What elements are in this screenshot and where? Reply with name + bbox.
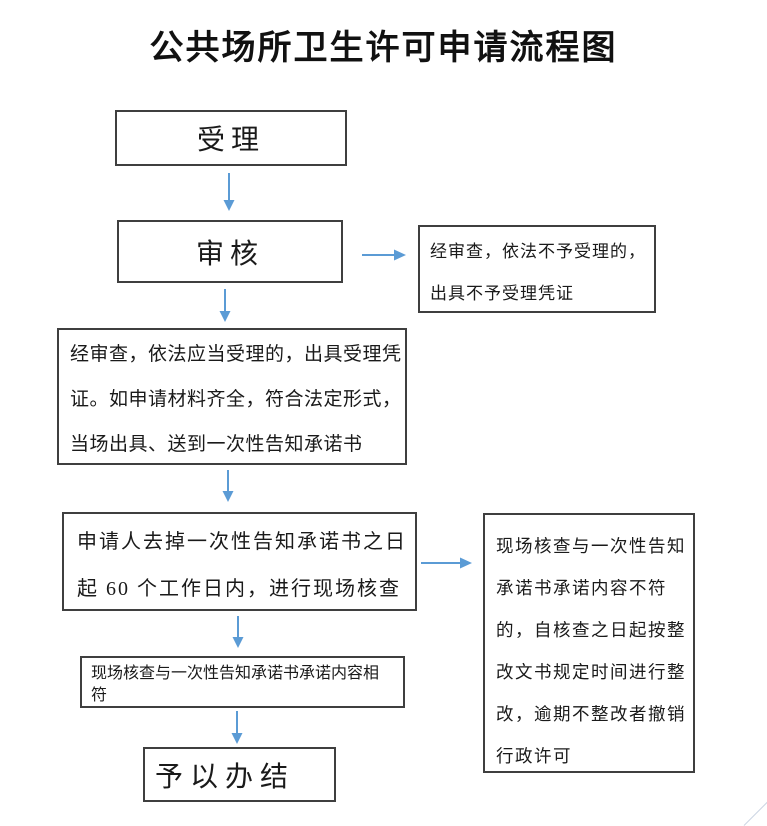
arrow-review-to-not-accepted-icon [362,247,406,263]
page-title: 公共场所卫生许可申请流程图 [149,29,618,67]
arrow-site-check-to-mismatch-icon [421,555,472,571]
node-text-line: 的，自核查之日起按整 [496,620,686,640]
node-text-line: 经审查，依法不予受理的， [430,242,646,261]
node-text-line: 证。如申请材料齐全，符合法定形式， [70,389,402,410]
node-text-line: 改文书规定时间进行整 [496,662,686,682]
node-accept-label: 受理 [196,125,265,156]
node-text-line: 申请人去掉一次性告知承诺书之日 [77,531,407,553]
node-text-line: 现场核查与一次性告知 [496,536,686,556]
node-complete-label: 予以办结 [155,761,296,793]
arrow-accepted-to-site-check-icon [220,470,236,502]
node-accept: 受理 [115,110,347,166]
node-review: 审核 [117,220,343,283]
node-match: 现场核查与一次性告知承诺书承诺内容相 符 [80,656,405,708]
node-text-line: 经审查，依法应当受理的，出具受理凭 [70,344,402,365]
arrow-accept-to-review-icon [221,173,237,211]
node-complete: 予以办结 [143,747,336,802]
node-review-label: 审核 [195,238,264,270]
node-text-line: 起 60 个工作日内，进行现场核查 [77,578,401,600]
node-text-line: 承诺书承诺内容不符 [496,578,667,598]
page-curl-decoration [743,801,767,826]
arrow-site-check-to-match-icon [230,616,246,648]
arrow-review-to-accepted-icon [217,289,233,322]
node-text-line: 符 [91,687,108,704]
arrow-match-to-complete-icon [229,711,245,744]
node-accepted: 经审查，依法应当受理的，出具受理凭 证。如申请材料齐全，符合法定形式， 当场出具… [57,328,407,465]
node-mismatch: 现场核查与一次性告知 承诺书承诺内容不符 的，自核查之日起按整 改文书规定时间进… [483,513,695,773]
node-text-line: 现场核查与一次性告知承诺书承诺内容相 [91,665,380,682]
node-text-line: 出具不予受理凭证 [430,284,574,303]
node-text-line: 行政许可 [496,746,572,766]
node-text-line: 改，逾期不整改者撤销 [496,704,686,724]
node-not-accepted: 经审查，依法不予受理的， 出具不予受理凭证 [418,225,656,313]
node-site-check: 申请人去掉一次性告知承诺书之日 起 60 个工作日内，进行现场核查 [62,512,417,611]
node-text-line: 当场出具、送到一次性告知承诺书 [70,434,363,455]
